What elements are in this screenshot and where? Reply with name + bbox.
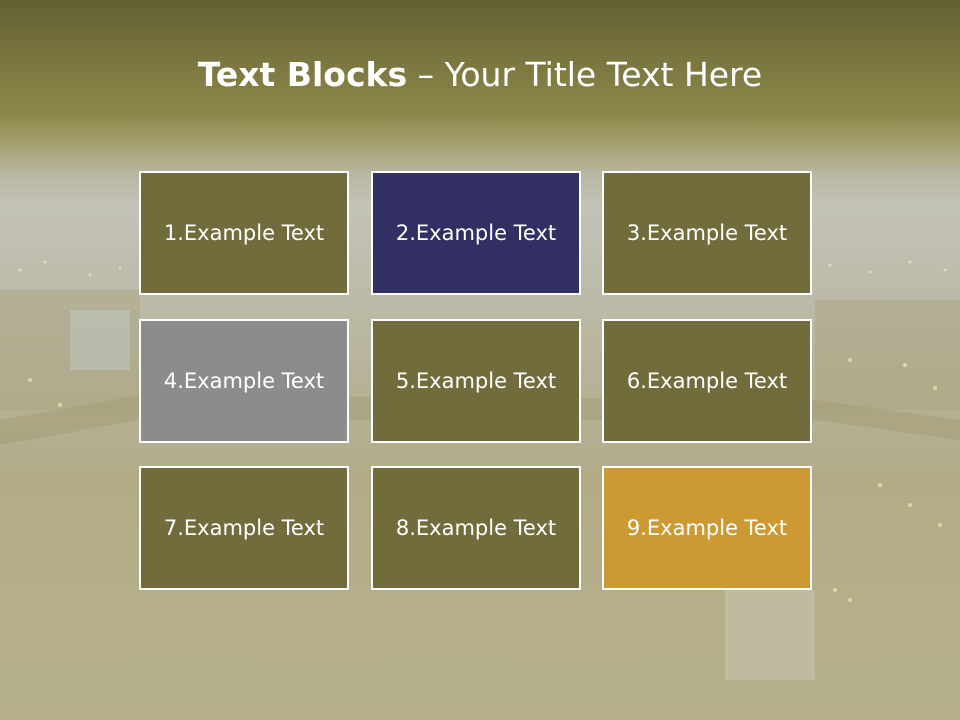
text-block-3-label: 3.Example Text [626,221,788,245]
text-block-1-label: 1.Example Text [163,221,325,245]
text-block-4-label: 4.Example Text [163,369,325,393]
text-block-2[interactable]: 2.Example Text [371,171,581,295]
text-block-9-label: 9.Example Text [626,516,788,540]
text-block-5[interactable]: 5.Example Text [371,319,581,443]
title-bold-part: Text Blocks [197,55,408,94]
title-dash: – [407,55,445,94]
title-rest-part: Your Title Text Here [444,55,763,94]
text-block-1[interactable]: 1.Example Text [139,171,349,295]
text-block-5-label: 5.Example Text [395,369,557,393]
text-block-8[interactable]: 8.Example Text [371,466,581,590]
text-block-7[interactable]: 7.Example Text [139,466,349,590]
text-block-8-label: 8.Example Text [395,516,557,540]
text-block-7-label: 7.Example Text [163,516,325,540]
text-block-3[interactable]: 3.Example Text [602,171,812,295]
text-block-9[interactable]: 9.Example Text [602,466,812,590]
text-block-6[interactable]: 6.Example Text [602,319,812,443]
text-block-4[interactable]: 4.Example Text [139,319,349,443]
text-block-2-label: 2.Example Text [395,221,557,245]
slide-title: Text Blocks – Your Title Text Here [0,52,960,98]
text-block-6-label: 6.Example Text [626,369,788,393]
